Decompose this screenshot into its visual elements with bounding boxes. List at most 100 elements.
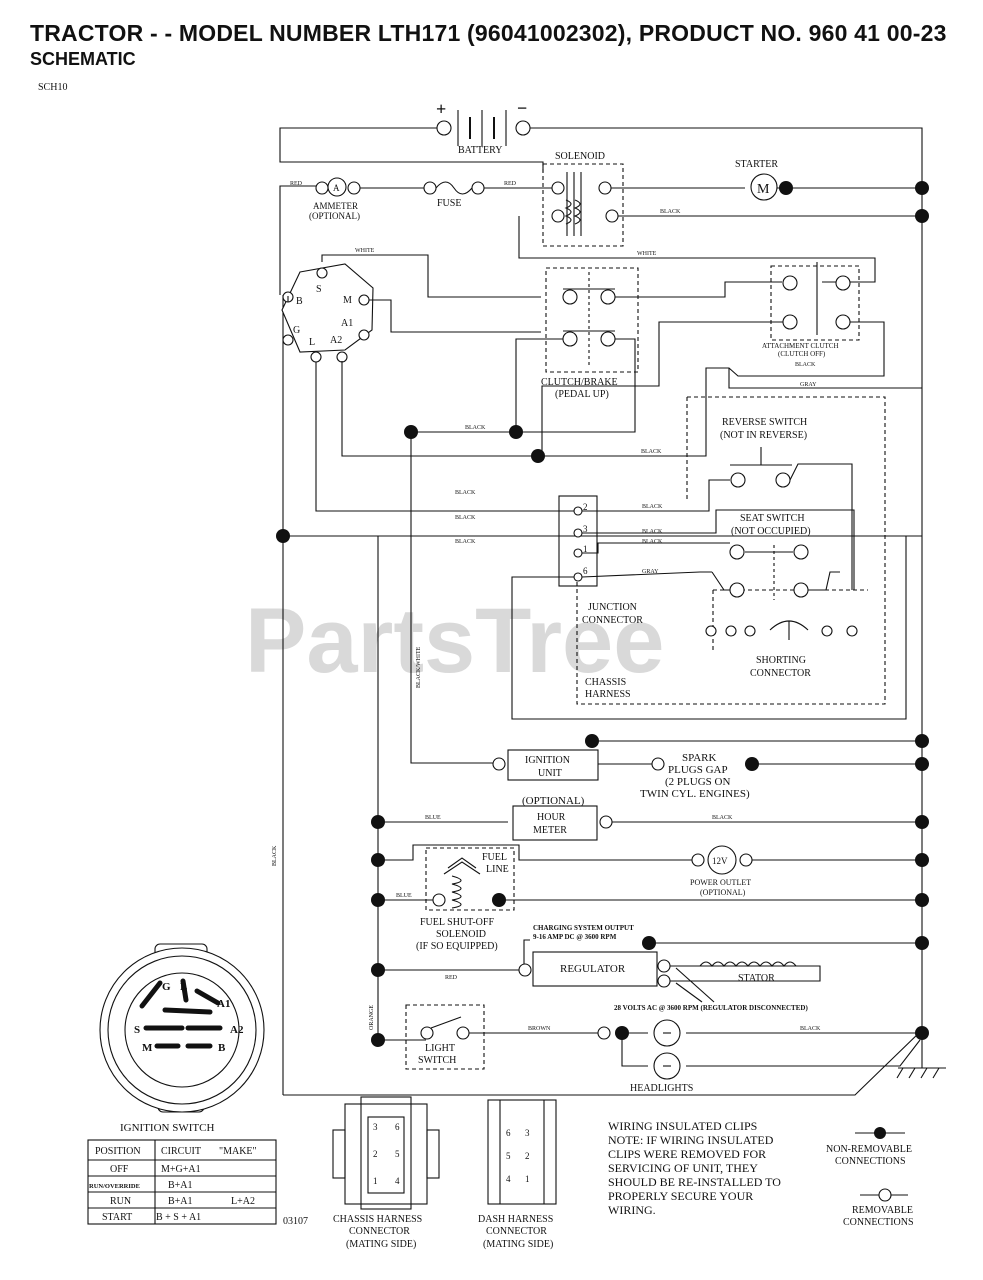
svg-text:G: G xyxy=(293,325,300,336)
non-removable-connection-dots xyxy=(276,181,929,1139)
svg-text:BLACK: BLACK xyxy=(660,209,681,215)
light-switch-box xyxy=(405,1004,485,1070)
note-line: WIRING. xyxy=(608,1203,656,1217)
svg-text:(NOT IN REVERSE): (NOT IN REVERSE) xyxy=(720,430,807,441)
regulator-box xyxy=(532,951,658,987)
svg-text:CONNECTOR: CONNECTOR xyxy=(750,668,811,679)
wire-white-1 xyxy=(518,216,876,283)
clutch-brake-box xyxy=(545,267,639,373)
ignition-switch-face: G L A1 S A2 M B xyxy=(99,943,265,1113)
svg-text:START: START xyxy=(102,1212,132,1223)
note-line: PROPERLY SECURE YOUR xyxy=(608,1189,753,1203)
fuel-solenoid-coil xyxy=(451,875,462,909)
svg-text:3: 3 xyxy=(583,524,588,534)
wire-white-s xyxy=(321,254,541,298)
headlights-label: HEADLIGHTS xyxy=(630,1083,693,1094)
svg-text:5: 5 xyxy=(506,1151,511,1161)
svg-text:GRAY: GRAY xyxy=(642,569,659,575)
fuel-solenoid-box xyxy=(425,847,515,911)
svg-text:(IF SO EQUIPPED): (IF SO EQUIPPED) xyxy=(416,941,498,952)
svg-text:BLACK: BLACK xyxy=(800,1026,821,1032)
chassis-connector-label: CHASSIS HARNESS xyxy=(333,1214,422,1225)
svg-text:HARNESS: HARNESS xyxy=(585,689,631,700)
svg-text:RED: RED xyxy=(445,975,458,981)
svg-text:5: 5 xyxy=(395,1149,400,1159)
svg-text:M: M xyxy=(343,295,352,306)
svg-text:S: S xyxy=(134,1024,140,1036)
battery-symbol xyxy=(436,110,531,146)
svg-text:"MAKE": "MAKE" xyxy=(219,1146,257,1157)
svg-text:A1: A1 xyxy=(341,318,353,329)
spark-plugs-label: SPARK xyxy=(682,752,717,764)
note-line: SHOULD BE RE-INSTALLED TO xyxy=(608,1175,781,1189)
svg-text:CONNECTOR: CONNECTOR xyxy=(349,1226,410,1237)
ignition-unit-label: IGNITION xyxy=(525,755,570,766)
power-outlet-symbol xyxy=(707,845,737,875)
svg-text:(2 PLUGS ON: (2 PLUGS ON xyxy=(665,776,730,788)
svg-text:(MATING SIDE): (MATING SIDE) xyxy=(483,1239,553,1250)
svg-text:M: M xyxy=(142,1042,153,1054)
svg-text:L+A2: L+A2 xyxy=(231,1196,255,1207)
charging-output-label: CHARGING SYSTEM OUTPUT xyxy=(533,924,634,932)
svg-text:BLACK: BLACK xyxy=(455,490,476,496)
svg-text:BLUE: BLUE xyxy=(425,815,441,821)
svg-text:G: G xyxy=(162,981,171,993)
regulator-label: REGULATOR xyxy=(560,963,626,975)
junction-connector-label: JUNCTION xyxy=(588,602,637,613)
reverse-switch-label: REVERSE SWITCH xyxy=(722,417,807,428)
svg-text:PLUGS GAP: PLUGS GAP xyxy=(668,764,728,776)
svg-text:GRAY: GRAY xyxy=(800,382,817,388)
battery-plus: + xyxy=(436,99,446,119)
svg-text:BLACK: BLACK xyxy=(642,504,663,510)
solenoid-label: SOLENOID xyxy=(555,151,605,162)
solenoid-box xyxy=(542,163,624,247)
legend-nonremovable: NON-REMOVABLE xyxy=(826,1144,912,1155)
page-subtitle: SCHEMATIC xyxy=(30,49,136,69)
svg-text:OFF: OFF xyxy=(110,1164,129,1175)
note-line: CLIPS WERE REMOVED FOR xyxy=(608,1147,766,1161)
svg-text:CONNECTOR: CONNECTOR xyxy=(582,615,643,626)
ignition-switch-terminal-block xyxy=(281,263,374,353)
svg-text:6: 6 xyxy=(583,566,588,576)
junction-connector xyxy=(558,495,598,587)
svg-text:FUEL: FUEL xyxy=(482,852,507,863)
fuse-symbol xyxy=(435,181,473,195)
chassis-harness-connector xyxy=(332,1096,440,1210)
chassis-harness-box xyxy=(576,396,886,705)
svg-text:12V: 12V xyxy=(712,856,728,866)
svg-text:POSITION: POSITION xyxy=(95,1146,141,1157)
svg-text:METER: METER xyxy=(533,825,567,836)
hour-meter-label: HOUR xyxy=(537,812,566,823)
svg-text:(OPTIONAL): (OPTIONAL) xyxy=(522,795,585,807)
svg-text:WHITE: WHITE xyxy=(355,248,375,254)
svg-text:2: 2 xyxy=(583,502,588,512)
svg-text:6: 6 xyxy=(506,1128,511,1138)
svg-text:BLUE: BLUE xyxy=(396,893,412,899)
ignition-switch-title: IGNITION SWITCH xyxy=(120,1122,214,1134)
svg-text:BLACK: BLACK xyxy=(712,815,733,821)
svg-text:M+G+A1: M+G+A1 xyxy=(161,1164,201,1175)
svg-text:3: 3 xyxy=(525,1128,530,1138)
ignition-table xyxy=(87,1139,277,1225)
svg-text:3: 3 xyxy=(373,1122,378,1132)
svg-text:1: 1 xyxy=(583,544,588,554)
svg-text:BLACK: BLACK xyxy=(272,845,278,866)
power-outlet-label: POWER OUTLET xyxy=(690,878,751,887)
svg-text:BLACK: BLACK xyxy=(641,449,662,455)
svg-text:CIRCUIT: CIRCUIT xyxy=(161,1146,201,1157)
svg-text:CONNECTOR: CONNECTOR xyxy=(486,1226,547,1237)
svg-text:B+A1: B+A1 xyxy=(168,1180,193,1191)
svg-text:L: L xyxy=(309,337,315,348)
svg-text:(PEDAL UP): (PEDAL UP) xyxy=(555,389,609,400)
svg-text:2: 2 xyxy=(373,1149,378,1159)
ammeter-label: AMMETER xyxy=(313,201,358,211)
svg-text:(OPTIONAL): (OPTIONAL) xyxy=(700,888,746,897)
svg-text:(OPTIONAL): (OPTIONAL) xyxy=(309,211,360,221)
svg-text:WHITE: WHITE xyxy=(637,251,657,257)
svg-text:ORANGE: ORANGE xyxy=(369,1005,375,1030)
svg-text:(NOT OCCUPIED): (NOT OCCUPIED) xyxy=(731,526,811,537)
svg-text:BLACK: BLACK xyxy=(455,515,476,521)
svg-text:A: A xyxy=(333,183,340,193)
drawing-number: 03107 xyxy=(283,1216,308,1227)
